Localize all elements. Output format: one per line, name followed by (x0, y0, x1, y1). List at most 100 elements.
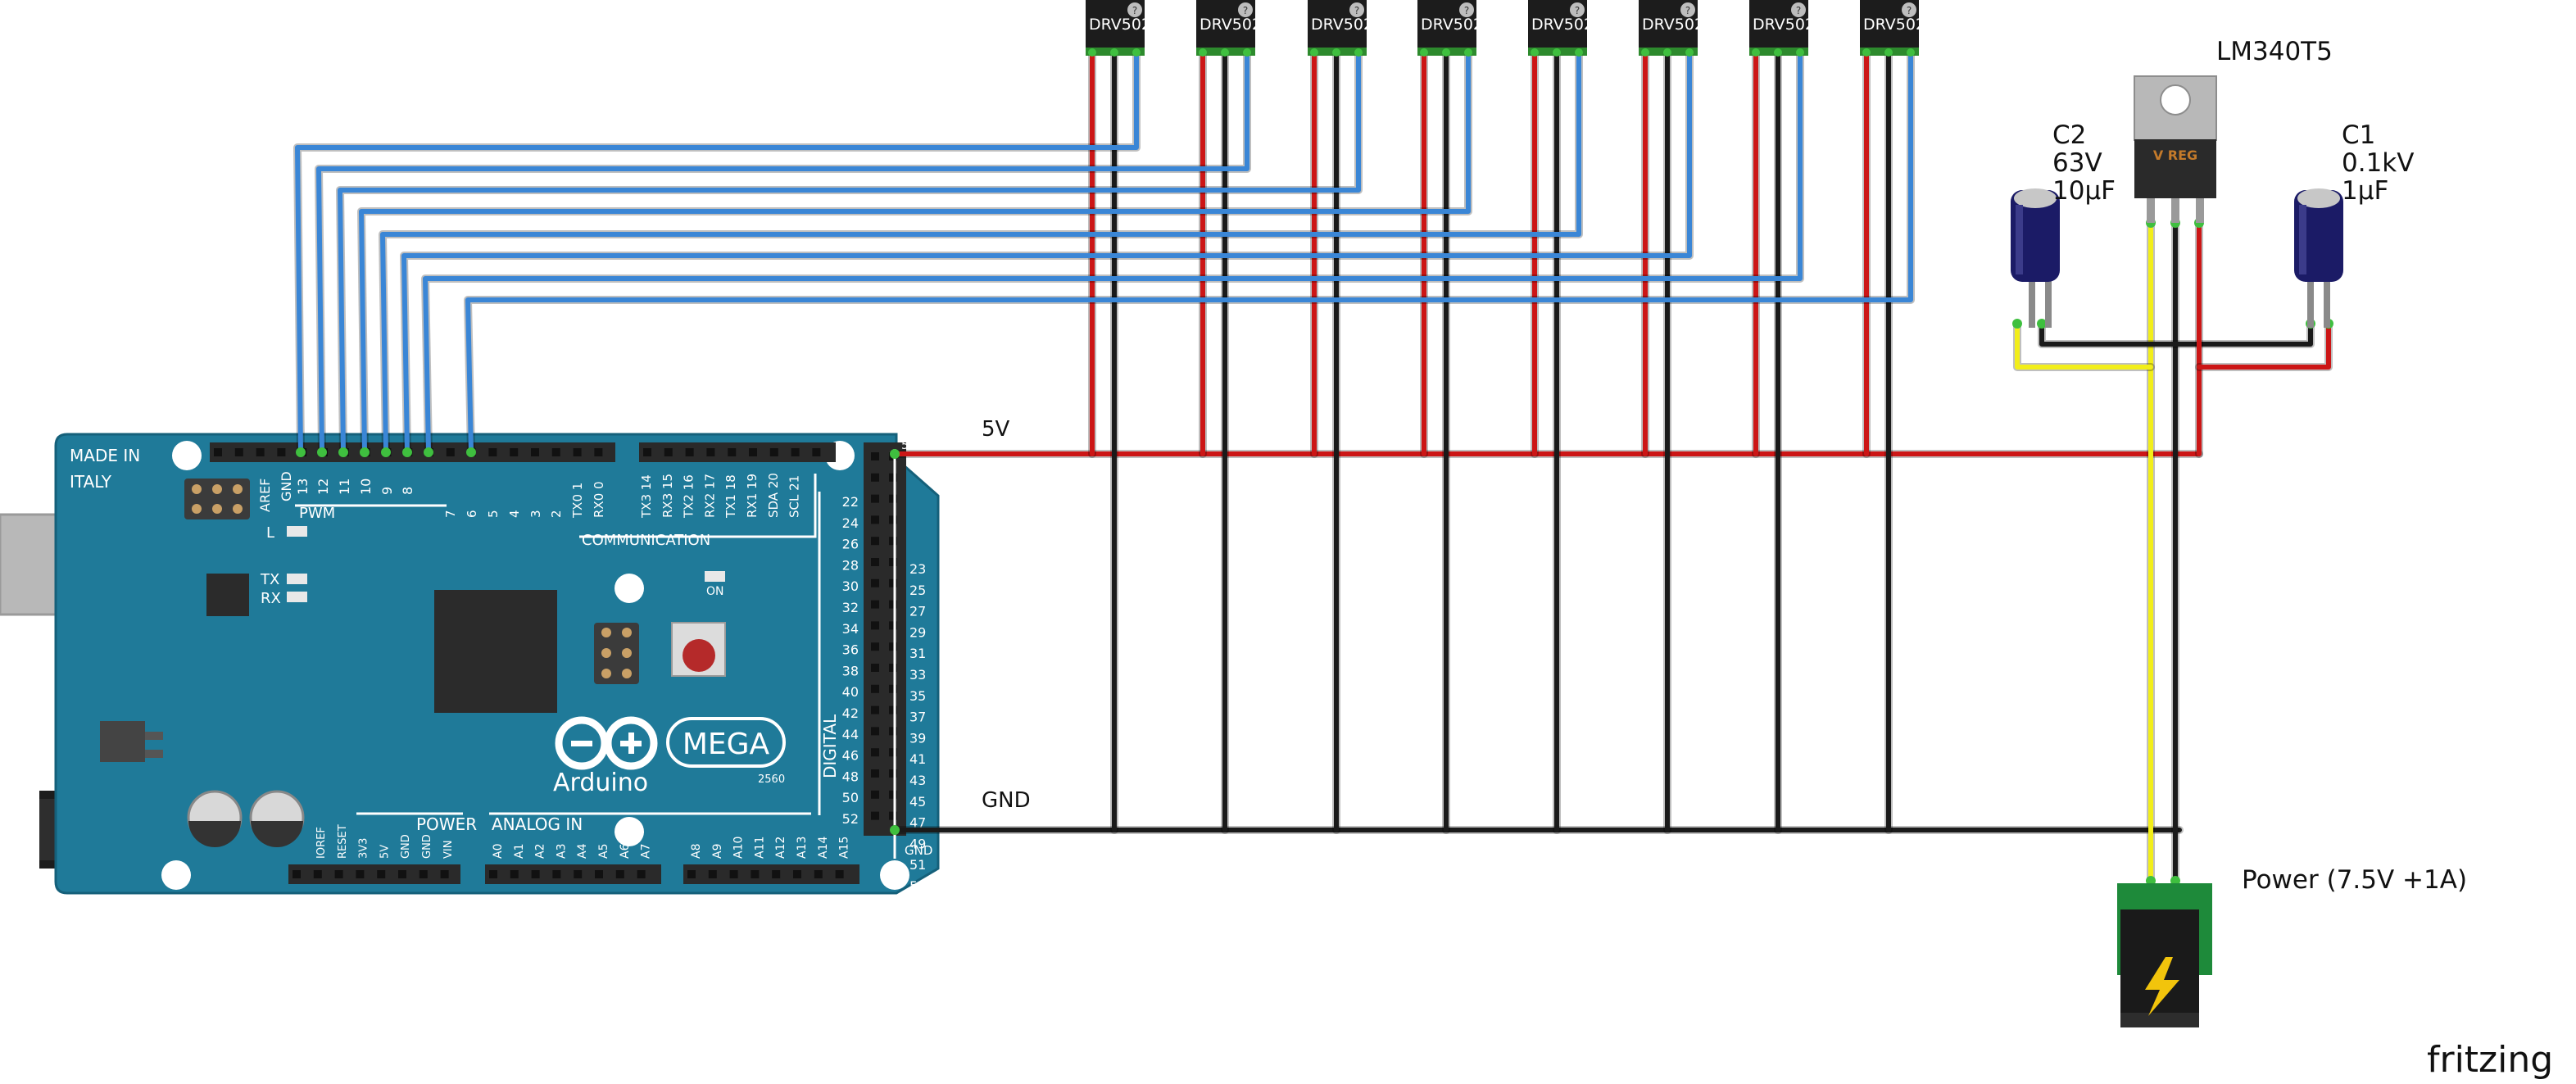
power-pin-label-4: GND (400, 834, 412, 859)
arduino-brand: Arduino (553, 769, 648, 797)
digital-pin-label-50: 50 (842, 790, 859, 805)
drv-label-2: DRV502 (1200, 16, 1262, 34)
drv-label-6: DRV502 (1642, 16, 1704, 34)
communication-label: COMMUNICATION (582, 532, 710, 549)
help-icon-glyph: ? (1796, 5, 1801, 16)
comm-pin-label-6: SDA 20 (766, 473, 781, 518)
digital-pin-label-52: 52 (842, 811, 859, 827)
pin-label-b-3: 4 (507, 510, 522, 518)
capacitor-c2 (2011, 188, 2060, 328)
cap-gnd-wire (2039, 321, 2313, 347)
drv502-driver-7: ?DRV502 (1749, 0, 1815, 57)
analog-pin-label-A13: A13 (796, 837, 809, 859)
drv-signal-wire-1 (295, 51, 1139, 455)
pin-label-b-5: 2 (549, 510, 564, 518)
arduino-logo (555, 716, 658, 770)
digital-pin-label-46: 46 (842, 748, 859, 764)
analog-pin-label-A5: A5 (597, 844, 610, 859)
digital-pin-label-29: 29 (909, 624, 926, 640)
digital-pin-label-30: 30 (842, 578, 859, 594)
gnd-top-label: GND (279, 471, 294, 501)
digital-pin-label-34: 34 (842, 621, 859, 637)
pin-label-b-2: 5 (486, 510, 501, 518)
digital-pin-label-43: 43 (909, 773, 926, 788)
side-5v-label: 5V (901, 439, 917, 452)
comm-pin-label-0: TX3 14 (639, 474, 654, 519)
drv-label-4: DRV502 (1421, 16, 1483, 34)
c2-voltage: 63V (2052, 148, 2102, 178)
digital-pin-label-35: 35 (909, 688, 926, 704)
c1-voltage: 0.1kV (2342, 148, 2414, 178)
digital-pin-label-48: 48 (842, 769, 859, 784)
main-processor (434, 590, 557, 713)
digital-pin-label-41: 41 (909, 751, 926, 767)
drv-signal-wire-6 (401, 51, 1692, 455)
drv-label-7: DRV502 (1753, 16, 1815, 34)
help-icon-glyph: ? (1464, 5, 1469, 16)
power-pin-label-1: RESET (337, 824, 349, 859)
side-gnd-label: GND (905, 843, 932, 858)
lm340t5-regulator: V REG (2134, 75, 2217, 223)
analog-pin-label-A15: A15 (838, 837, 851, 859)
digital-pin-label-40: 40 (842, 684, 859, 700)
italy-label: ITALY (70, 472, 112, 492)
digital-pin-label-26: 26 (842, 537, 859, 552)
power-jack (2117, 883, 2212, 1027)
drv502-driver-4: ?DRV502 (1417, 0, 1483, 57)
power-jack-label: Power (7.5V +1A) (2242, 865, 2467, 895)
pin-endpoint (402, 447, 412, 457)
digital-pin-label-23: 23 (909, 561, 926, 577)
pin-label-9: 9 (379, 487, 395, 495)
digital-label: DIGITAL (820, 714, 840, 778)
power-pin-label-6: VIN (442, 841, 455, 859)
drv-signal-wire-3 (338, 51, 1361, 455)
comm-pin-label-2: TX2 16 (682, 474, 696, 519)
comm-pin-label-7: SCL 21 (787, 475, 802, 518)
pin-endpoint (317, 447, 327, 457)
digital-pin-label-45: 45 (909, 794, 926, 810)
digital-pin-label-39: 39 (909, 730, 926, 746)
pin-endpoint (2037, 319, 2047, 329)
drv502-drivers: ?DRV502?DRV502?DRV502?DRV502?DRV502?DRV5… (1086, 0, 1925, 57)
help-icon (1459, 2, 1474, 17)
digital-pin-label-44: 44 (842, 727, 859, 742)
c1-positive-wire (2197, 321, 2331, 370)
digital-pin-label-31: 31 (909, 646, 926, 661)
pin-label-b-7: RX0 0 (592, 481, 606, 518)
drv-signal-wire-8 (465, 51, 1913, 455)
digital-pin-label-28: 28 (842, 557, 859, 573)
digital-pin-label-53: 53 (909, 878, 926, 894)
power-pin-label-2: 3V3 (358, 838, 370, 859)
pin-endpoint (338, 447, 348, 457)
capacitor-c1 (2294, 188, 2343, 328)
drv502-driver-2: ?DRV502 (1196, 0, 1262, 57)
drv502-driver-3: ?DRV502 (1308, 0, 1373, 57)
drv-signal-wire-6-outline (400, 49, 1694, 456)
analog-pin-label-A2: A2 (534, 844, 547, 859)
c2-name: C2 (2052, 120, 2086, 150)
analog-pin-label-A0: A0 (492, 844, 505, 859)
pin-endpoint (890, 825, 900, 835)
on-led-label: ON (706, 585, 724, 598)
drv502-driver-1: ?DRV502 (1086, 0, 1151, 57)
pin-label-b-1: 6 (465, 510, 479, 518)
rx-led-label: RX (261, 590, 281, 607)
drv-label-1: DRV502 (1089, 16, 1151, 34)
power-header-label: POWER (416, 814, 477, 834)
pin-endpoint (360, 447, 370, 457)
pin-endpoint (2012, 319, 2022, 329)
mega-label: MEGA (683, 728, 770, 761)
net-gnd-label: GND (982, 788, 1031, 813)
comm-pin-label-4: TX1 18 (723, 474, 738, 519)
made-in-label: MADE IN (70, 446, 140, 465)
drv502-driver-8: ?DRV502 (1860, 0, 1925, 57)
analog-pin-label-A6: A6 (619, 843, 632, 859)
comm-pin-label-5: RX1 19 (745, 474, 760, 518)
help-icon-glyph: ? (1354, 5, 1359, 16)
digital-pin-label-33: 33 (909, 667, 926, 683)
pin-endpoint (381, 447, 391, 457)
analog-pin-label-A11: A11 (753, 837, 766, 859)
help-icon (1680, 2, 1695, 17)
